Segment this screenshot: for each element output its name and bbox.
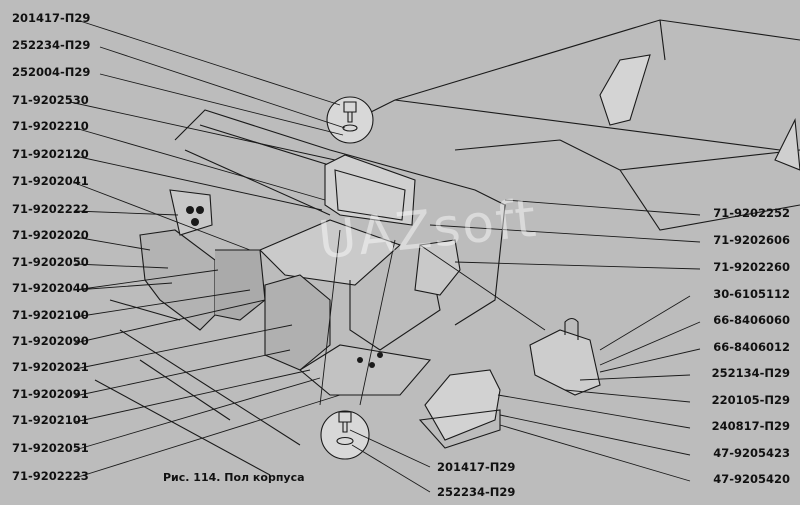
part-label: 47-9205423 (713, 446, 790, 460)
detail-circle-bottom (320, 410, 370, 460)
bolt-top (343, 101, 357, 123)
part-label: 71-9202252 (713, 206, 790, 220)
part-label: 201417-П29 (12, 11, 91, 25)
part-label: 71-9202101 (12, 413, 89, 427)
part-label: 71-9202120 (12, 147, 89, 161)
duct-right (774, 118, 800, 171)
part-label: 71-9202091 (12, 387, 89, 401)
part-label: 220105-П29 (711, 393, 790, 407)
part-label: 240817-П29 (711, 419, 790, 433)
part-label: 71-9202223 (12, 469, 89, 483)
figure-caption: Рис. 114. Пол корпуса (163, 471, 305, 484)
part-label: 71-9202606 (713, 233, 790, 247)
left-panel (139, 229, 216, 331)
floor-section (299, 344, 432, 396)
pedal-housing (424, 369, 501, 441)
floor-lines (94, 299, 301, 476)
hull-inner (184, 124, 346, 216)
part-label: 66-8406012 (713, 340, 790, 354)
bolt-bottom (338, 411, 352, 433)
washer-bottom (336, 436, 354, 446)
part-label: 71-9202041 (12, 174, 89, 188)
part-label: 71-9202260 (713, 260, 790, 274)
inner-box (264, 274, 331, 371)
part-label: 71-9202100 (12, 308, 89, 322)
part-label: 71-9202222 (12, 202, 89, 216)
part-label: 71-9202090 (12, 334, 89, 348)
hatch-cover (324, 154, 416, 226)
detail-circle-top (326, 96, 374, 144)
pedal-plate (418, 409, 501, 449)
hatch-inner (334, 169, 406, 221)
hull-side (174, 109, 506, 326)
part-label: 30-6105112 (713, 287, 790, 301)
part-label: 252234-П29 (12, 38, 91, 52)
part-label: 252134-П29 (711, 366, 790, 380)
part-label: 47-9205420 (713, 472, 790, 486)
washer-top (342, 124, 358, 132)
shield (414, 239, 461, 296)
part-label: 71-9202040 (12, 281, 89, 295)
part-label: 71-9202530 (12, 93, 89, 107)
duct (599, 54, 651, 126)
part-label: 71-9202021 (12, 360, 89, 374)
part-label: 201417-П29 (437, 460, 516, 474)
part-label: 252004-П29 (12, 65, 91, 79)
part-label: 71-9202051 (12, 441, 89, 455)
part-label: 71-9202210 (12, 119, 89, 133)
bracket-assembly (529, 329, 601, 396)
u-bolt (564, 317, 579, 340)
part-label: 71-9202020 (12, 228, 89, 242)
part-label: 252234-П29 (437, 485, 516, 499)
part-label: 71-9202050 (12, 255, 89, 269)
part-label: 66-8406060 (713, 313, 790, 327)
floor-plate (259, 219, 402, 286)
